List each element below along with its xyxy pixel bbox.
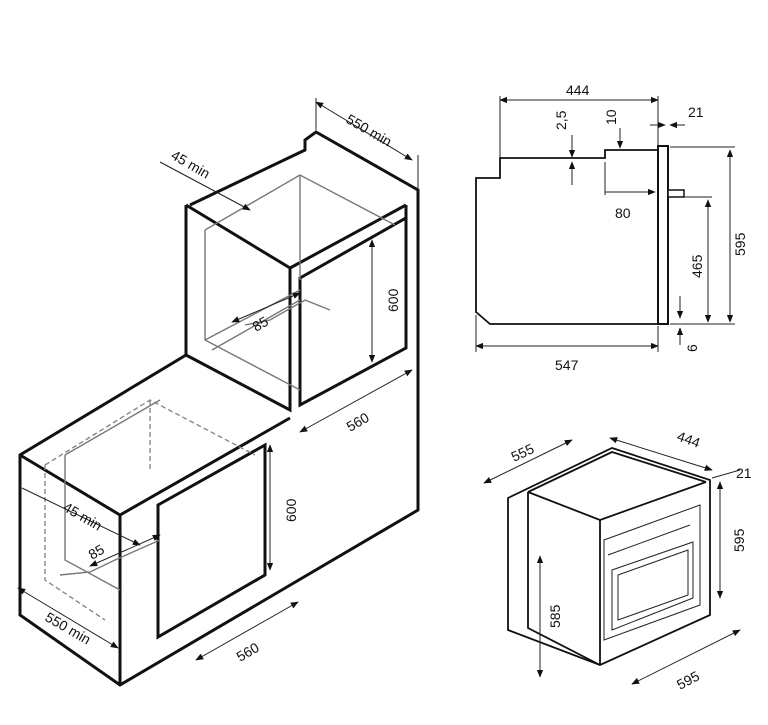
- oven-handle-side: [667, 189, 685, 198]
- upper-back-label: 85: [250, 313, 272, 335]
- side-top-depth: 444: [566, 82, 590, 98]
- side-rail-80: 80: [615, 205, 631, 221]
- iso-height-595: 595: [731, 528, 747, 552]
- upper-opening-front: [185, 203, 292, 413]
- side-height-465: 465: [689, 254, 705, 278]
- side-bottom-547: 547: [555, 357, 579, 373]
- side-step-2-5: 2,5: [553, 110, 569, 130]
- iso-height-585: 585: [547, 604, 563, 628]
- oven-door-side: [657, 145, 669, 325]
- upper-height-label: 600: [385, 288, 401, 312]
- lower-width-label: 560: [234, 639, 262, 665]
- oven-side-body: [475, 149, 659, 325]
- iso-depth-555: 555: [509, 440, 537, 464]
- lower-vent-label: 45 min: [61, 499, 105, 534]
- upper-depth-label: 550 min: [344, 111, 395, 150]
- upper-vent-label: 45 min: [169, 147, 213, 182]
- cabinet-installation-view: 550 min 45 min 85 600 560 550 min 45 min…: [17, 98, 420, 687]
- lower-depth-label: 550 min: [43, 609, 94, 648]
- lower-height-label: 600: [283, 498, 299, 522]
- lower-back-label: 85: [86, 541, 108, 563]
- iso-front-depth-444: 444: [675, 428, 703, 451]
- side-bottom-6: 6: [684, 344, 700, 352]
- iso-door-21: 21: [736, 465, 752, 481]
- lower-opening-front: [19, 416, 291, 517]
- side-door-21: 21: [688, 104, 704, 120]
- oven-side-view: 444 2,5 10 21 80 465 595 547 6: [475, 82, 748, 373]
- upper-width-label: 560: [344, 409, 372, 435]
- iso-width-595: 595: [674, 667, 702, 692]
- side-height-595: 595: [732, 232, 748, 256]
- oven-isometric-view: 555 444 21 595 585 595: [483, 428, 752, 693]
- column-outline: [18, 130, 420, 687]
- side-step-10: 10: [603, 109, 619, 125]
